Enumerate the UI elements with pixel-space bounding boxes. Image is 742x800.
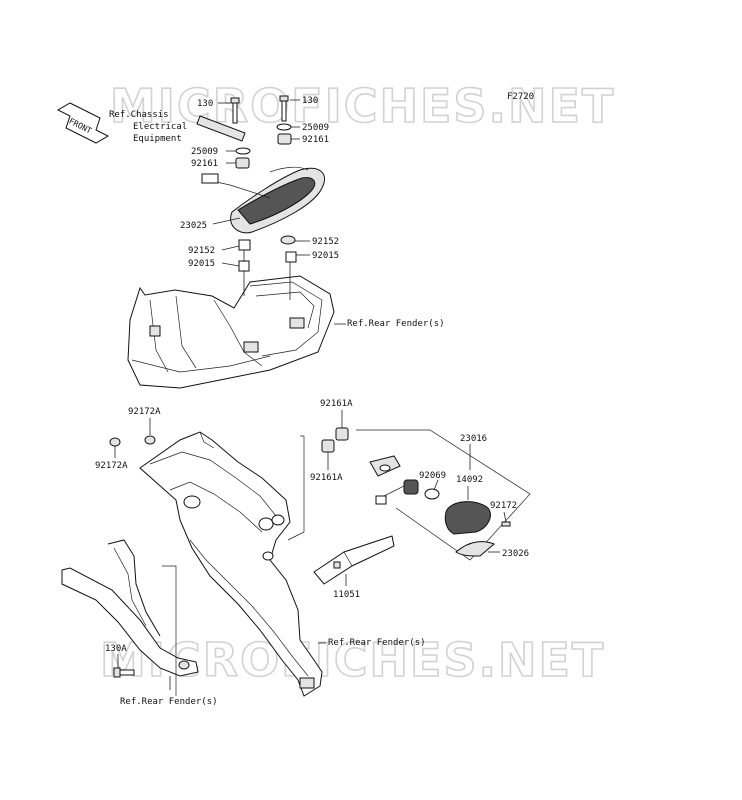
assembly-23016-outline (356, 429, 531, 561)
license-bracket (139, 431, 323, 697)
screw-92172A-left (109, 437, 121, 458)
label-14092: 14092 (456, 475, 483, 485)
label-92015-right: 92015 (312, 251, 339, 261)
bolt-130-left (230, 97, 240, 124)
label-92015-left: 92015 (188, 259, 215, 269)
collar-92152-right (280, 235, 296, 245)
bushing-92015-left (238, 260, 250, 272)
label-130-right: 130 (302, 96, 318, 106)
grab-rail (61, 539, 199, 677)
label-92172A-left: 92172A (95, 461, 128, 471)
tail-light-23025 (201, 166, 325, 234)
bushing-92015-right (285, 251, 297, 263)
label-92152-right: 92152 (312, 237, 339, 247)
screw-92172 (501, 521, 511, 527)
grommet-92161A-bottom (321, 439, 335, 453)
front-arrow-icon: FRONT (56, 102, 110, 144)
label-92161A-top: 92161A (320, 399, 353, 409)
lens-14092 (444, 501, 491, 535)
mounting-strap (196, 115, 246, 142)
bolt-130-right (279, 95, 289, 122)
label-23026: 23026 (502, 549, 529, 559)
label-25009-right: 25009 (302, 123, 329, 133)
label-92069: 92069 (419, 471, 446, 481)
label-23025: 23025 (180, 221, 207, 231)
label-92172A-top: 92172A (128, 407, 161, 417)
label-92161-left: 92161 (191, 159, 218, 169)
grommet-92161-left (235, 157, 250, 169)
label-130-left: 130 (197, 99, 213, 109)
license-light-socket (369, 455, 419, 505)
washer-25009-left (235, 147, 251, 155)
washer-25009-right (276, 123, 292, 131)
figure-code: F2720 (507, 92, 534, 102)
ref-rear-fender-top: Ref.Rear Fender(s) (347, 319, 445, 329)
ref-chassis-line1: Ref.Chassis (109, 110, 169, 120)
bulb-92069 (424, 488, 440, 500)
bolt-130A (113, 667, 135, 678)
label-92161-right: 92161 (302, 135, 329, 145)
ref-chassis-line2: Electrical (133, 122, 187, 132)
grommet-92161A-top (335, 427, 349, 441)
rear-fender-upper (127, 275, 335, 389)
cover-23026 (455, 541, 495, 557)
label-92161A-bottom: 92161A (310, 473, 343, 483)
label-25009-left: 25009 (191, 147, 218, 157)
collar-92152-left (238, 239, 251, 251)
ref-chassis-line3: Equipment (133, 134, 182, 144)
ref-rear-fender-bottom: Ref.Rear Fender(s) (120, 697, 218, 707)
label-130A: 130A (105, 644, 127, 654)
ref-rear-fender-middle: Ref.Rear Fender(s) (328, 638, 426, 648)
label-92172: 92172 (490, 501, 517, 511)
reflector-11051 (313, 535, 395, 585)
label-92152-left: 92152 (188, 246, 215, 256)
grommet-92161-right (277, 133, 292, 145)
screw-92172A-top (144, 418, 156, 445)
label-23016: 23016 (460, 434, 487, 444)
label-11051: 11051 (333, 590, 360, 600)
watermark-top: MICROFICHES.NET (110, 79, 615, 133)
